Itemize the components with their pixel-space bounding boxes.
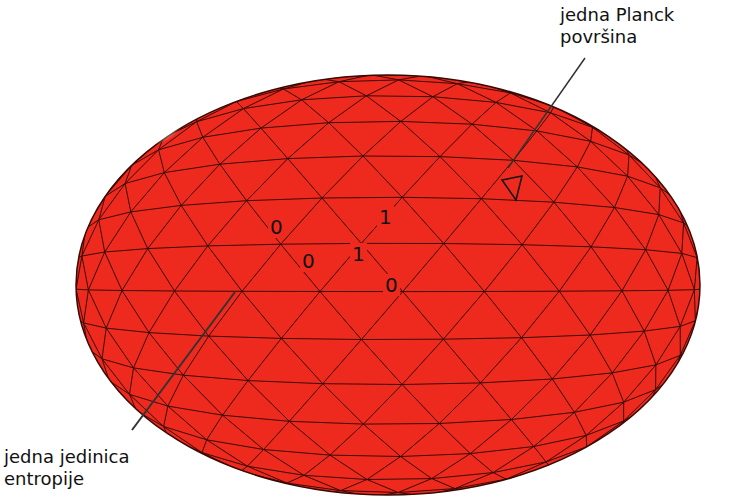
leader-line: [132, 292, 235, 430]
highlight: [141, 109, 189, 151]
bit-digit: 0: [383, 274, 400, 296]
triangle-mesh: [55, 62, 729, 499]
bit-digit: 1: [350, 243, 367, 265]
callout-label: jedna Planck površina: [560, 4, 725, 48]
planck-triangle: [502, 176, 522, 200]
callout-label: jedna jedinica entropije: [4, 446, 179, 490]
leader-line: [508, 58, 585, 168]
bit-digit: 0: [268, 216, 285, 238]
mesh-lines: [55, 62, 729, 499]
bit-digit: 0: [300, 250, 317, 272]
bit-digit: 1: [377, 206, 394, 228]
